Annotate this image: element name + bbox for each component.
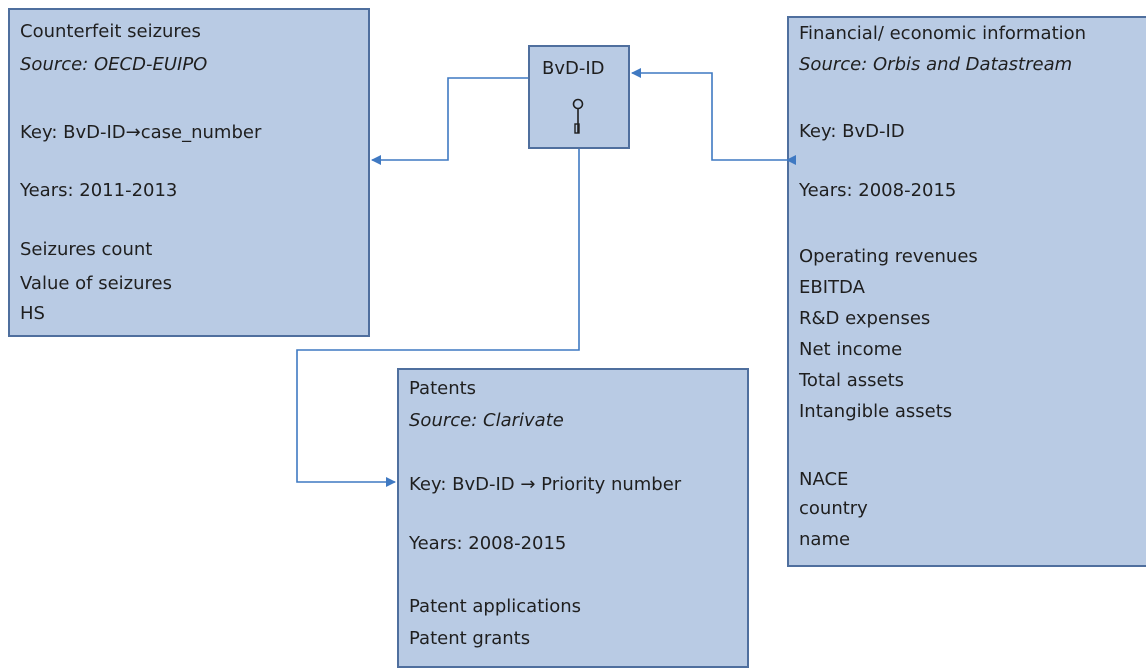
counterfeit-years: Years: 2011-2013 xyxy=(20,180,178,201)
bvd-id-label: BvD-ID xyxy=(542,58,605,79)
counterfeit-var: Value of seizures xyxy=(20,273,172,294)
financial-var: Operating revenues xyxy=(799,246,978,267)
patents-var: Patent applications xyxy=(409,596,582,617)
financial-var: country xyxy=(799,498,868,519)
key-icon xyxy=(572,98,584,134)
financial-key: Key: BvD-ID xyxy=(799,121,905,142)
counterfeit-var: HS xyxy=(20,303,45,324)
financial-title: Financial/ economic information xyxy=(799,23,1087,44)
financial-var: Net income xyxy=(799,339,903,360)
patents-title: Patents xyxy=(409,378,477,399)
financial-var: EBITDA xyxy=(799,277,865,298)
counterfeit-seizures-box: Counterfeit seizures Source: OECD-EUIPO … xyxy=(8,8,370,337)
financial-var: name xyxy=(799,529,851,550)
patents-key: Key: BvD-ID → Priority number xyxy=(409,474,682,495)
financial-var: NACE xyxy=(799,469,849,490)
connector-bvd-to-counterfeit xyxy=(371,77,528,165)
counterfeit-var: Seizures count xyxy=(20,239,153,260)
counterfeit-title: Counterfeit seizures xyxy=(20,21,201,42)
counterfeit-source: Source: OECD-EUIPO xyxy=(20,54,208,75)
financial-years: Years: 2008-2015 xyxy=(799,180,957,201)
patents-years: Years: 2008-2015 xyxy=(409,533,567,554)
financial-var: Total assets xyxy=(799,370,905,391)
financial-var: Intangible assets xyxy=(799,401,953,422)
financial-info-box: Financial/ economic information Source: … xyxy=(787,16,1146,567)
counterfeit-key: Key: BvD-ID→case_number xyxy=(20,122,262,143)
financial-source: Source: Orbis and Datastream xyxy=(799,54,1073,75)
financial-var: R&D expenses xyxy=(799,308,931,329)
patents-var: Patent grants xyxy=(409,628,531,649)
patents-box: Patents Source: Clarivate Key: BvD-ID → … xyxy=(397,368,749,668)
connector-financial-to-bvd xyxy=(631,68,796,165)
bvd-id-box: BvD-ID xyxy=(528,45,630,149)
patents-source: Source: Clarivate xyxy=(409,410,564,431)
